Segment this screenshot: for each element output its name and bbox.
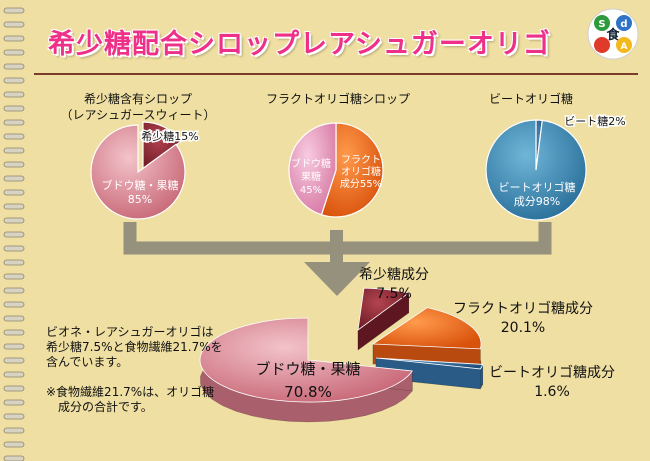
binding-ring: [3, 217, 25, 224]
badge-glyph: 食: [606, 27, 620, 43]
binding-ring: [3, 63, 25, 70]
pie1-title-line2: （レアシュガースウィート）: [60, 108, 216, 122]
binding-ring: [3, 91, 25, 98]
page-title: 希少糖配合シロップレアシュガーオリゴ: [48, 29, 551, 60]
pie1-slice-label: ブドウ糖・果糖: [102, 178, 179, 192]
binding-ring: [3, 441, 25, 448]
pie2-slice-label: ブドウ糖: [291, 157, 331, 170]
binding-ring: [3, 385, 25, 392]
pie-slice: [142, 121, 182, 171]
pie1-title-line1: 希少糖含有シロップ: [83, 92, 192, 106]
pie1-slice-label: 希少糖15%: [141, 129, 198, 143]
badge-glyph: d: [620, 19, 627, 30]
pie3-slice-label: ビート糖2%: [564, 114, 625, 128]
pie4-label-beet: ビートオリゴ糖成分 1.6%: [489, 365, 615, 400]
badge-glyph: A: [621, 42, 628, 52]
food-badge-icon: S d 食 A: [587, 8, 639, 60]
binding-ring: [3, 105, 25, 112]
pie4-slice-top: [375, 357, 484, 370]
pie-slice: [288, 122, 337, 216]
binding-ring: [3, 329, 25, 336]
pie3-slice-label: 成分98%: [514, 195, 560, 208]
binding-ring: [3, 21, 25, 28]
pie2-slice-label: フラクト: [341, 154, 381, 166]
binding-ring: [3, 301, 25, 308]
pie4-label-rare: 希少糖成分 7.5%: [359, 267, 429, 302]
binding-ring: [3, 77, 25, 84]
footnote: ※食物繊維21.7%は、オリゴ糖 成分の合計です。: [46, 385, 215, 414]
pie-slice: [485, 119, 587, 221]
badge-glyph: S: [598, 19, 605, 30]
binding-ring: [3, 203, 25, 210]
connector-arrow: [304, 262, 370, 296]
binding-ring: [3, 343, 25, 350]
binding-ring: [3, 133, 25, 140]
binding-ring: [3, 273, 25, 280]
summary-note: ビオネ・レアシュガーオリゴは 希少糖7.5%と食物繊維21.7%を 含んでいます…: [46, 325, 223, 369]
binding-ring: [3, 315, 25, 322]
binding-ring: [3, 35, 25, 42]
pie-slice: [320, 122, 384, 218]
binding-ring: [3, 371, 25, 378]
pie4-label-fructo: フラクトオリゴ糖成分 20.1%: [453, 301, 593, 336]
pie-rare-sugar-oligo: [199, 287, 484, 423]
pie4-slice-label: 70.8%: [284, 383, 332, 401]
pie2-slice-label: 果糖: [301, 170, 321, 183]
pie3-slice-label: ビートオリゴ糖: [499, 180, 576, 194]
binding-ring: [3, 287, 25, 294]
title-underline: [34, 73, 638, 75]
pie-rare-sugar-syrup: [90, 121, 186, 220]
pie3-title: ビートオリゴ糖: [488, 92, 573, 106]
pie-beet-oligo: [485, 119, 587, 221]
pie-slice: [90, 124, 186, 220]
binding-ring: [3, 161, 25, 168]
binding-ring: [3, 357, 25, 364]
binding-ring: [3, 245, 25, 252]
pie4-slice-top: [199, 317, 413, 403]
pie-fructo-oligo-syrup: [288, 122, 384, 218]
binding-ring: [3, 49, 25, 56]
pie2-title: フラクトオリゴ糖シロップ: [265, 92, 410, 106]
binding-ring: [3, 119, 25, 126]
pie4-slice-label: ブドウ糖・果糖: [255, 360, 360, 378]
binding-ring: [3, 427, 25, 434]
pie4-slice-top: [371, 307, 482, 350]
pie2-slice-label: 45%: [300, 185, 322, 196]
pie4-slice-top: [357, 287, 410, 331]
binding-ring: [3, 455, 25, 461]
notebook-binding: [3, 7, 25, 461]
binding-ring: [3, 7, 25, 14]
binding-ring: [3, 413, 25, 420]
binding-ring: [3, 399, 25, 406]
pie1-slice-label: 85%: [128, 193, 152, 206]
pie2-slice-label: オリゴ糖: [341, 165, 381, 178]
connector-stem: [330, 230, 343, 262]
pie2-slice-label: 成分55%: [340, 178, 382, 190]
binding-ring: [3, 231, 25, 238]
binding-ring: [3, 259, 25, 266]
binding-ring: [3, 189, 25, 196]
binding-ring: [3, 175, 25, 182]
binding-ring: [3, 147, 25, 154]
